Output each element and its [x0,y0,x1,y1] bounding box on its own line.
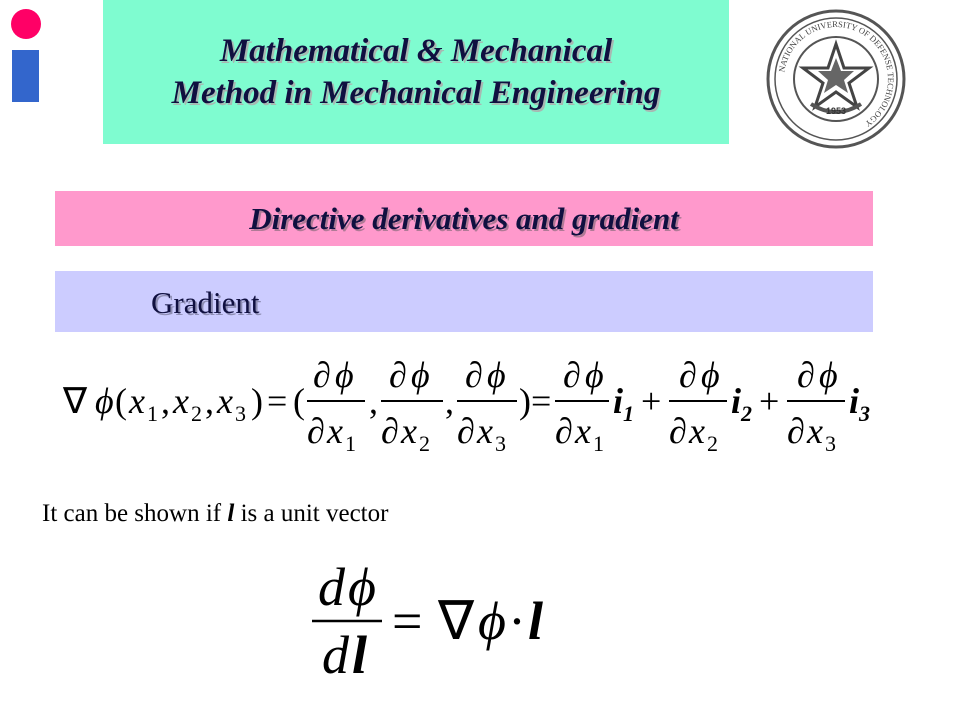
section-title: Directive derivatives and gradient [249,200,679,236]
svg-text:∂: ∂ [457,411,475,451]
title-banner: Mathematical & Mechanical Method in Mech… [103,0,729,144]
statement-before: It can be shown if [42,500,228,527]
svg-text:ϕ: ϕ [95,381,114,421]
svg-text:x: x [216,381,233,421]
svg-text:∇: ∇ [437,591,475,651]
svg-text:1: 1 [147,401,158,426]
svg-text:∇: ∇ [62,381,88,421]
subsection-bar: Gradient [55,271,873,332]
svg-text:ϕ: ϕ [411,355,430,395]
svg-text:l: l [528,591,543,651]
svg-text:∂: ∂ [669,411,687,451]
svg-text:ϕ: ϕ [819,355,838,395]
svg-text:i: i [849,381,859,421]
logo-i-icon [11,9,41,102]
statement-text: It can be shown if l is a unit vector [42,500,388,528]
statement-variable: l [227,500,235,527]
svg-text:2: 2 [707,431,718,456]
emblem-year: 1953 [826,106,846,116]
svg-text:2: 2 [740,401,752,426]
svg-text:): ) [251,381,263,421]
svg-text:(: ( [293,381,305,421]
svg-text:d: d [318,557,346,617]
svg-text:,: , [205,381,214,421]
svg-text:∂: ∂ [307,411,325,451]
section-heading-bar: Directive derivatives and gradient [55,191,873,246]
svg-text:∂: ∂ [555,411,573,451]
svg-text:i: i [731,381,741,421]
svg-text:,: , [161,381,170,421]
svg-text:1: 1 [345,431,356,456]
svg-text:=: = [531,381,551,421]
svg-text:+: + [641,381,661,421]
svg-text:3: 3 [825,431,836,456]
svg-text:∂: ∂ [465,355,483,395]
svg-text:x: x [688,411,705,451]
svg-text:ϕ: ϕ [478,591,506,651]
svg-text:∂: ∂ [313,355,331,395]
svg-text:1: 1 [593,431,604,456]
svg-text:ϕ: ϕ [348,557,376,617]
svg-text:x: x [806,411,823,451]
svg-text:·: · [508,591,526,651]
svg-text:+: + [759,381,779,421]
svg-text:1: 1 [623,401,634,426]
svg-text:): ) [519,381,531,421]
svg-text:x: x [574,411,591,451]
svg-text:ϕ: ϕ [335,355,354,395]
svg-text:x: x [400,411,417,451]
svg-text:ϕ: ϕ [701,355,720,395]
svg-text:∂: ∂ [389,355,407,395]
svg-text:x: x [172,381,189,421]
svg-text:3: 3 [235,401,246,426]
svg-text:d: d [322,625,350,685]
university-emblem-icon: NATIONAL UNIVERSITY OF DEFENSE TECHNOLOG… [766,9,906,149]
svg-text:=: = [267,381,287,421]
svg-text:ϕ: ϕ [585,355,604,395]
svg-text:(: ( [115,381,127,421]
svg-text:l: l [352,625,367,685]
svg-text:i: i [613,381,623,421]
svg-text:x: x [326,411,343,451]
svg-text:∂: ∂ [797,355,815,395]
svg-text:,: , [445,381,454,421]
directional-derivative-equation: d ϕ d l = ∇ ϕ · l [312,557,543,685]
svg-text:∂: ∂ [679,355,697,395]
svg-text:x: x [476,411,493,451]
svg-text:∂: ∂ [381,411,399,451]
svg-text:3: 3 [858,401,870,426]
svg-text:∂: ∂ [563,355,581,395]
svg-text:3: 3 [495,431,506,456]
svg-text:x: x [128,381,145,421]
gradient-equation: ∇ ϕ ( x 1 , x 2 , x 3 ) = ( ∂ ϕ ∂ x 1 , … [62,355,870,456]
title-line-1: Mathematical & Mechanical [219,33,613,69]
svg-text:,: , [369,381,378,421]
svg-text:∂: ∂ [787,411,805,451]
svg-text:ϕ: ϕ [487,355,506,395]
subsection-title: Gradient [151,285,260,320]
statement-after: is a unit vector [234,500,389,527]
svg-text:2: 2 [419,431,430,456]
title-line-2: Method in Mechanical Engineering [171,75,661,111]
svg-text:2: 2 [191,401,202,426]
svg-text:=: = [392,591,422,651]
